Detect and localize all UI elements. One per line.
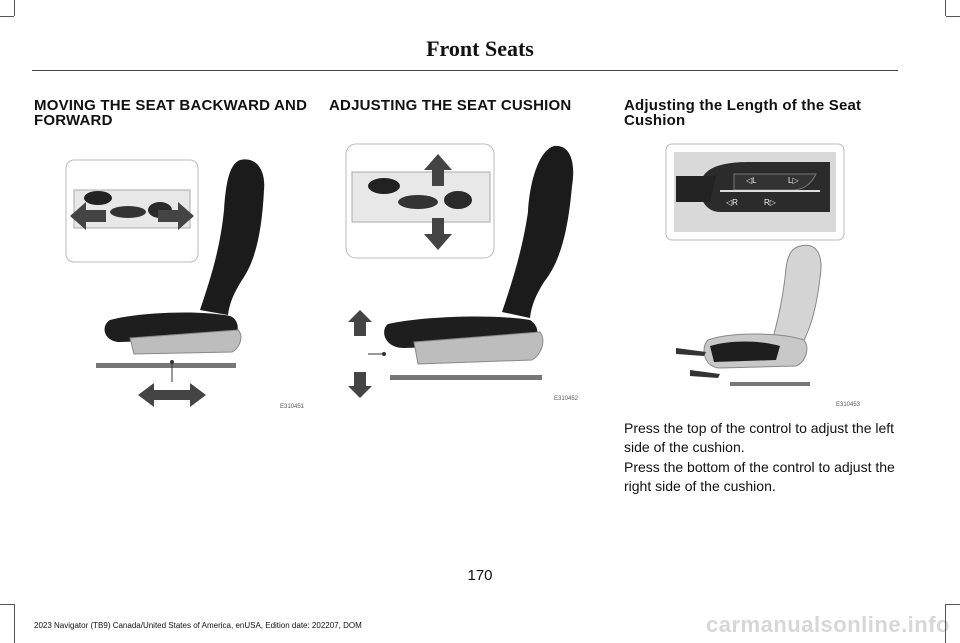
text-line: Press the bottom of the control to adjus…: [624, 459, 895, 475]
figure-code: E310453: [836, 402, 861, 408]
heading-line: MOVING THE SEAT BACKWARD AND: [34, 97, 308, 114]
crop-mark: [945, 0, 946, 16]
section-heading: ADJUSTING THE SEAT CUSHION: [329, 98, 571, 113]
text-line: Press the top of the control to adjust t…: [624, 420, 895, 436]
page-title: Front Seats: [426, 36, 534, 61]
heading-line: Adjusting the Length of the Seat: [624, 97, 862, 114]
text-line: side of the cushion.: [624, 439, 745, 455]
edition-footer: 2023 Navigator (TB9) Canada/United State…: [34, 621, 362, 630]
header-rule: [32, 70, 898, 71]
crop-mark: [946, 16, 960, 17]
seat-fore-aft-illustration: E310451: [65, 159, 305, 410]
heading-line: ADJUSTING THE SEAT CUSHION: [329, 97, 572, 114]
body-paragraph: Press the top of the control to adjust t…: [624, 419, 896, 457]
heading-line: FORWARD: [34, 112, 113, 129]
control-label: R▷: [764, 198, 777, 207]
section-heading: MOVING THE SEAT BACKWARD AND FORWARD: [34, 98, 307, 128]
crop-mark: [14, 0, 15, 16]
body-paragraph: Press the bottom of the control to adjus…: [624, 458, 896, 496]
crop-mark: [0, 604, 14, 605]
control-label: ◁R: [726, 198, 738, 207]
section-heading: Adjusting the Length of the Seat Cushion: [624, 98, 861, 128]
control-label: L▷: [788, 176, 799, 185]
page-number: 170: [467, 567, 493, 584]
heading-line: Cushion: [624, 112, 686, 129]
watermark: carmanualsonline.info: [706, 612, 950, 637]
figure-code: E310452: [554, 396, 579, 402]
crop-mark: [0, 16, 14, 17]
crop-mark: [946, 604, 960, 605]
figure-code: E310451: [280, 404, 305, 410]
seat-cushion-height-illustration: E310452: [345, 143, 579, 402]
crop-mark: [945, 604, 946, 643]
text-line: right side of the cushion.: [624, 478, 776, 494]
control-label: ◁L: [746, 176, 757, 185]
cushion-length-illustration: ◁L L▷ ◁R R▷ E310453: [665, 143, 861, 408]
crop-mark: [14, 604, 15, 643]
